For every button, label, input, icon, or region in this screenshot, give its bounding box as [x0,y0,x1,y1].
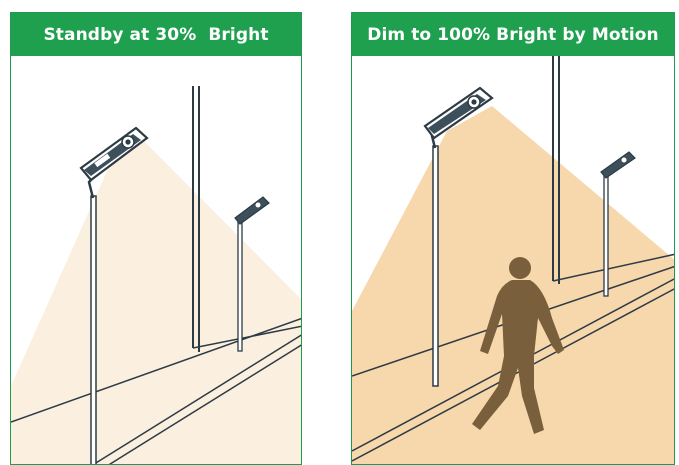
standby-panel: Standby at 30% Bright [10,12,302,465]
walking-person-silhouette [472,257,564,434]
standby-scene [11,86,301,464]
motion-scene [352,56,674,464]
standby-wall-base [192,325,301,349]
standby-curb-line [108,344,301,464]
standby-curb-line [92,334,301,464]
motion-far-lamp [600,151,636,297]
standby-far-lamp [234,196,270,352]
motion-panel-header: Dim to 100% Bright by Motion [352,13,674,56]
standby-main-lamp [79,126,149,464]
standby-panel-header: Standby at 30% Bright [11,13,301,56]
motion-wall-base [552,253,674,282]
standby-light-cone [11,136,301,464]
motion-main-lamp [423,86,494,387]
motion-panel: Dim to 100% Bright by Motion [351,12,675,465]
motion-panel-title: Dim to 100% Bright by Motion [367,24,659,45]
standby-panel-title: Standby at 30% Bright [43,24,269,45]
